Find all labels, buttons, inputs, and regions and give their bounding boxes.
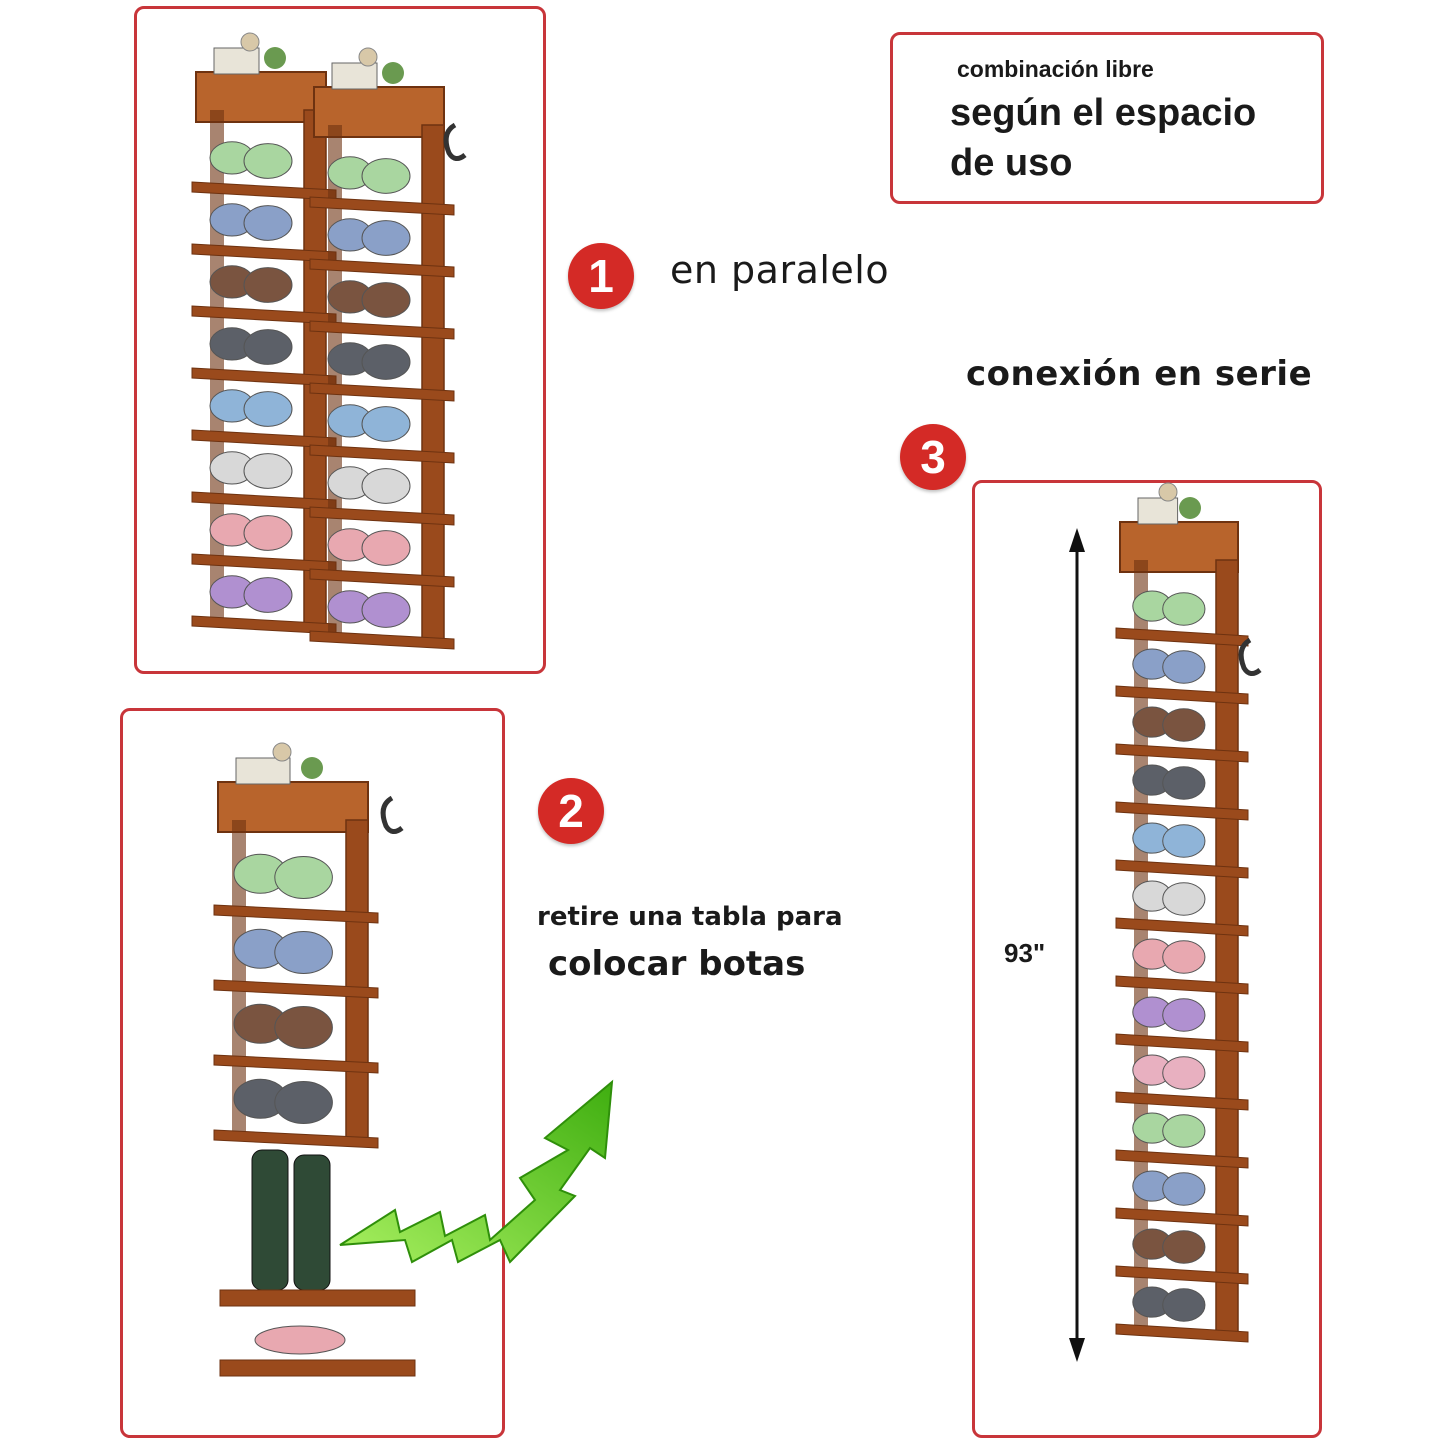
height-label: 93" — [1004, 938, 1046, 968]
callout-big-text: según el espacio de uso — [950, 92, 1257, 184]
hook-icon — [443, 122, 467, 161]
badge-1: 1 — [568, 243, 634, 309]
rack-series — [1115, 482, 1249, 1343]
label-parallel: en paralelo — [670, 248, 890, 292]
height-arrow — [1069, 528, 1085, 1362]
green-arrow-icon — [339, 1079, 614, 1264]
callout-box — [890, 32, 1324, 204]
label-series: conexión en serie — [966, 354, 1313, 394]
label-remove-board-line1: retire una tabla para — [537, 902, 843, 932]
callout-small-text: combinación libre — [957, 56, 1154, 82]
badge-2: 2 — [538, 778, 604, 844]
label-remove-board-line2: colocar botas — [548, 944, 806, 984]
hook-icon — [380, 795, 404, 834]
hook-icon — [1238, 637, 1262, 676]
rack-parallel-right — [309, 47, 455, 650]
badge-3: 3 — [900, 424, 966, 490]
rack-remove-board — [213, 742, 379, 1149]
rack-parallel-left — [191, 32, 337, 635]
